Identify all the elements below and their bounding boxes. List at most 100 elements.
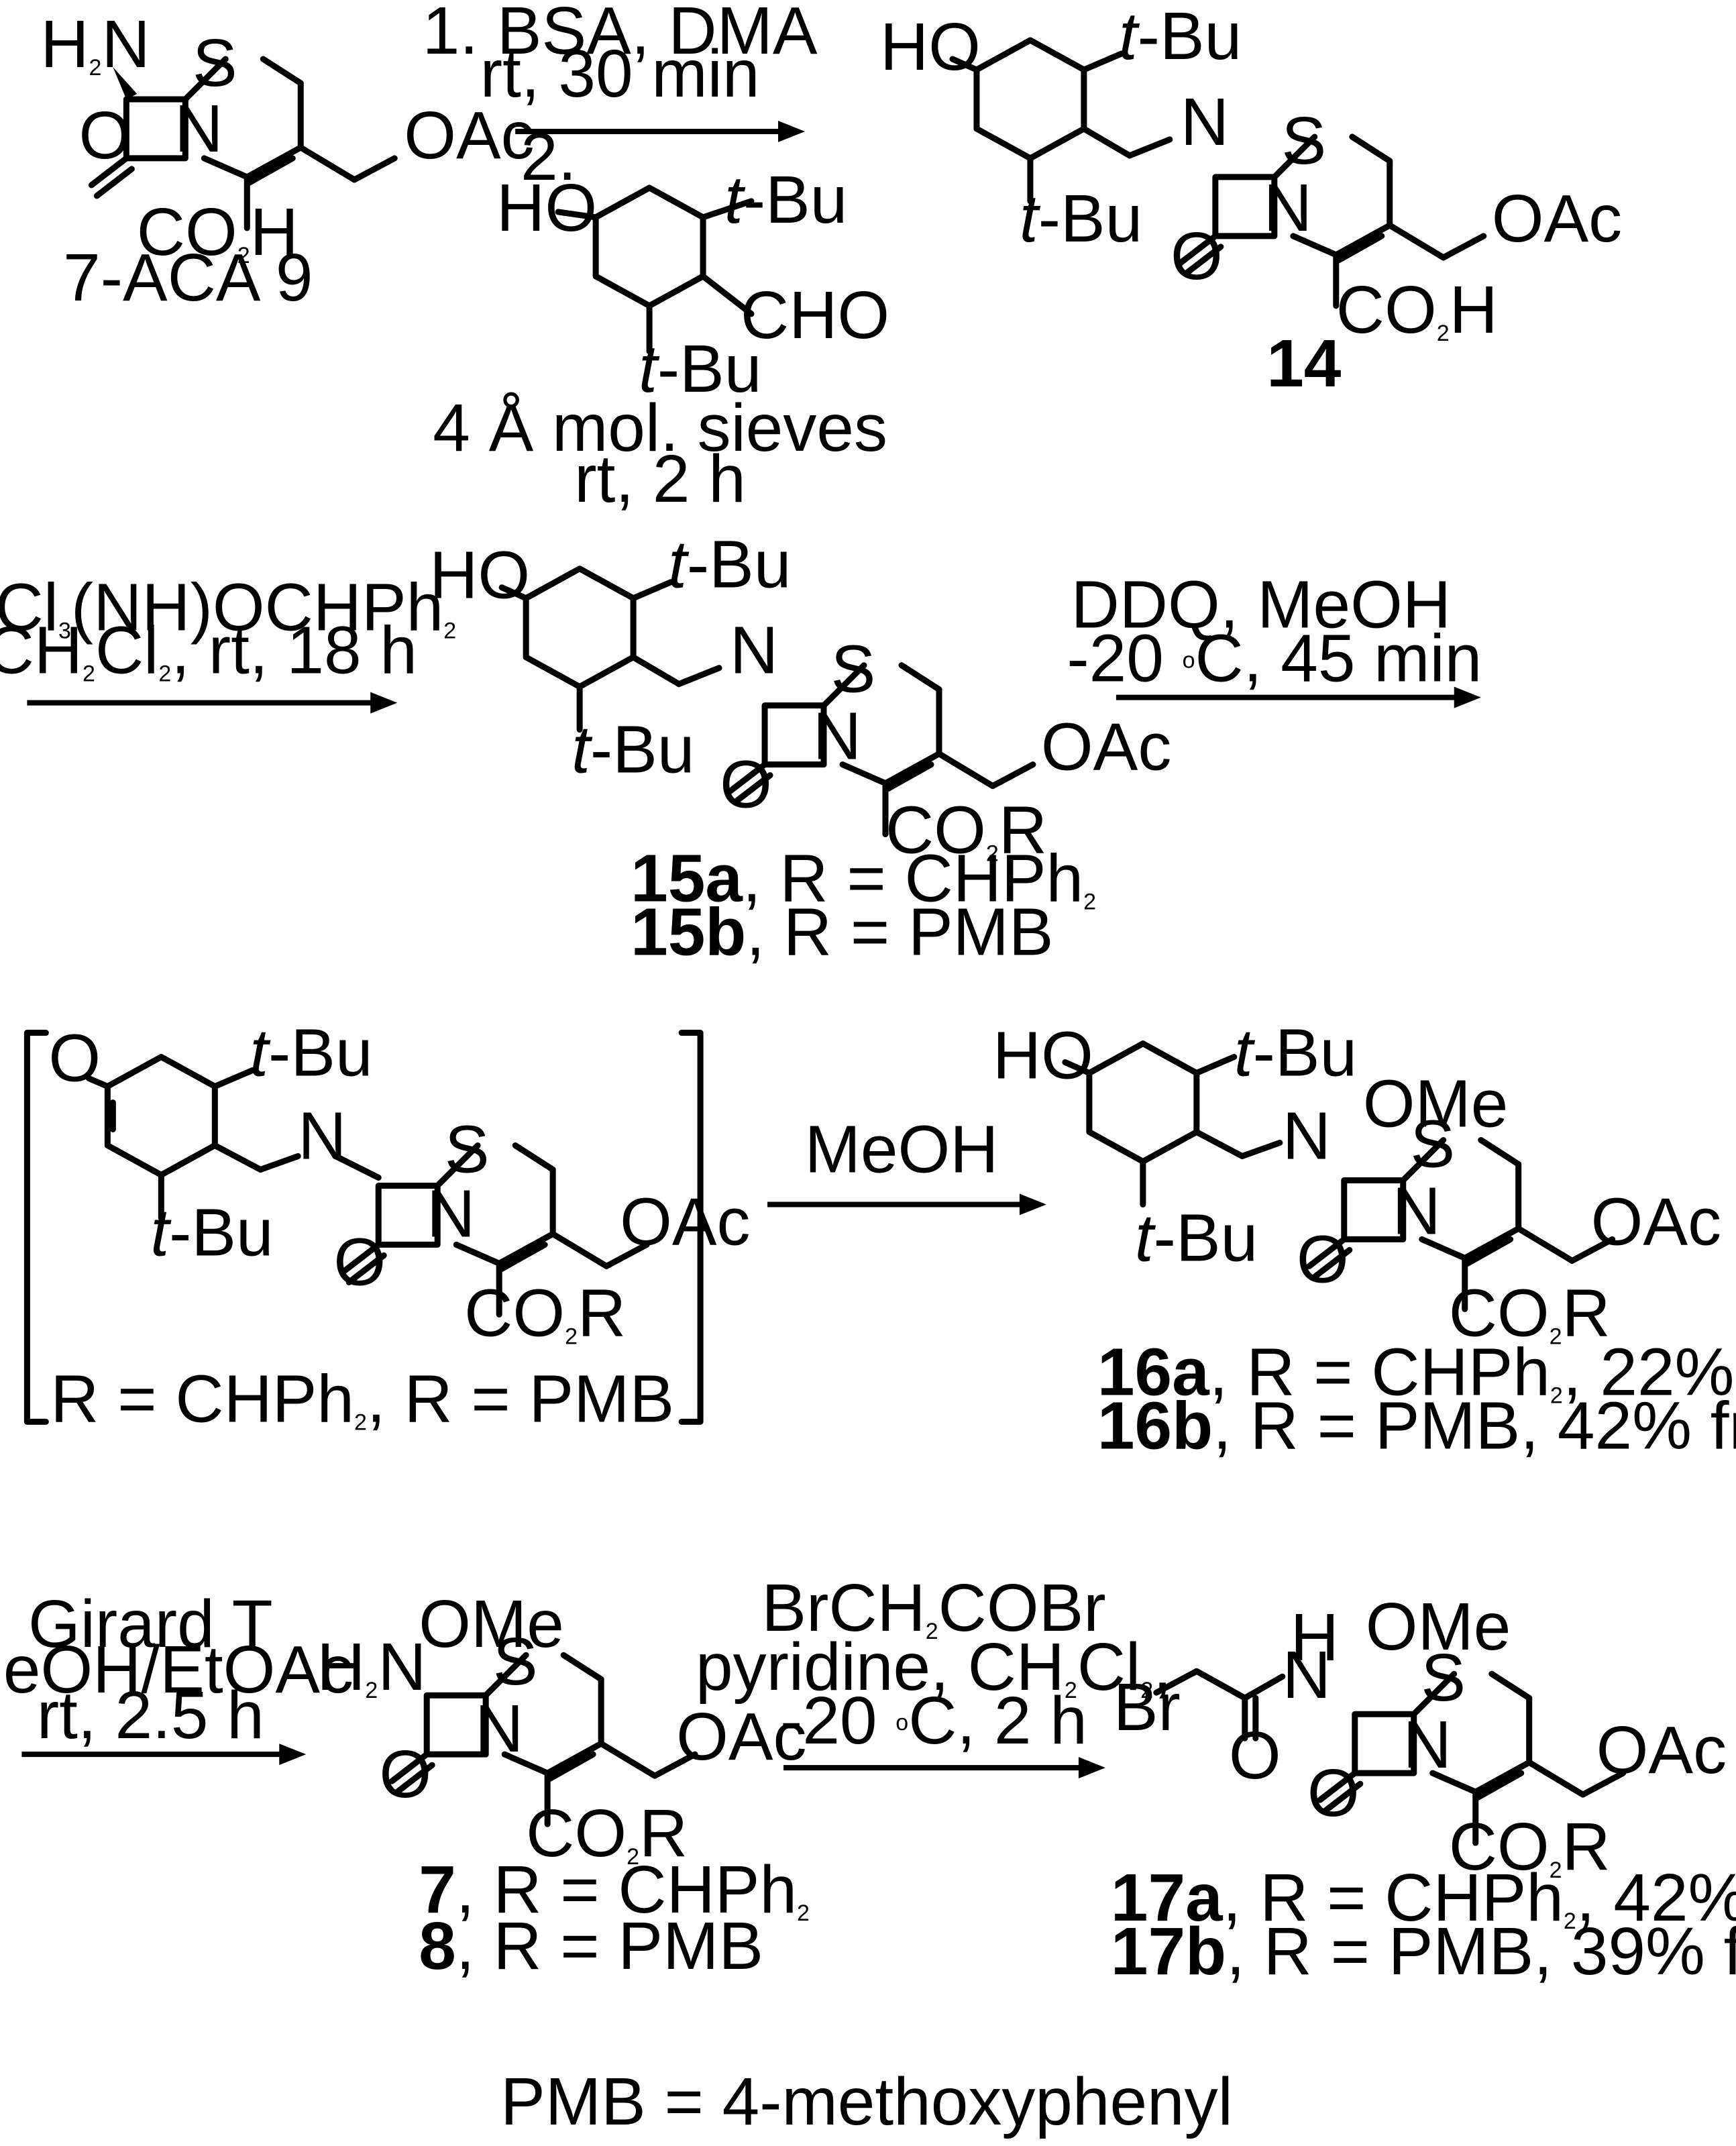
svg-text:N: N (813, 700, 861, 774)
svg-text:DDQ, MeOH: DDQ, MeOH (1071, 568, 1451, 643)
svg-text:N: N (1403, 1708, 1452, 1782)
arrow-step-2: CCl3(NH)OCHPh2 CH2Cl2, rt, 18 h (0, 571, 456, 714)
compound-17: Br H N OMe O O S N OAc CO2R 17a, R = CHP… (1111, 1590, 1736, 1989)
svg-text:CCl3(NH)OCHPh2: CCl3(NH)OCHPh2 (0, 571, 456, 645)
quinone-intermediate: O t-Bu t-Bu N O S N OAc CO2R R = CHPh2, … (48, 1016, 750, 1436)
compound-15b-label: 15b, R = PMB (631, 896, 1053, 970)
compound-9-label: 7-ACA 9 (63, 241, 313, 315)
svg-text:t-Bu: t-Bu (250, 1016, 372, 1090)
svg-text:MeOH: MeOH (805, 1112, 999, 1187)
svg-text:Girard T: Girard T (28, 1587, 273, 1662)
svg-text:rt, 2.5 h: rt, 2.5 h (37, 1678, 264, 1753)
svg-text:MeOH/EtOAc: MeOH/EtOAc (0, 1633, 354, 1707)
svg-text:H: H (1291, 1601, 1339, 1675)
svg-text:O: O (379, 1737, 431, 1812)
compound-17a-label: 17a, R = CHPh2, 42% from 16a (1111, 1861, 1736, 1935)
svg-text:S: S (1281, 104, 1326, 178)
svg-text:1. BSA, DMA: 1. BSA, DMA (423, 0, 818, 68)
svg-text:HO: HO (993, 1018, 1093, 1093)
compound-7-label: 7, R = CHPh2 (419, 1853, 810, 1927)
svg-text:Br: Br (1114, 1670, 1181, 1745)
svg-text:HO: HO (496, 171, 597, 246)
svg-text:HO: HO (429, 539, 530, 613)
svg-text:H2N: H2N (40, 7, 150, 82)
svg-text:O: O (78, 99, 131, 173)
svg-text:O: O (48, 1021, 101, 1095)
svg-text:CO2R: CO2R (1449, 1810, 1611, 1884)
svg-text:-20 oC, 45 min: -20 oC, 45 min (1067, 622, 1482, 696)
compound-15a-label: 15a, R = CHPh2 (631, 842, 1096, 916)
svg-text:N: N (1283, 1638, 1331, 1713)
svg-text:CO2R: CO2R (464, 1276, 626, 1350)
svg-text:OAc: OAc (1041, 710, 1171, 785)
svg-text:O: O (1229, 1719, 1281, 1793)
arrow-step-5: Girard T MeOH/EtOAc rt, 2.5 h (0, 1587, 354, 1766)
svg-text:4 Å mol. sieves: 4 Å mol. sieves (433, 391, 887, 466)
compound-16b-label: 16b, R = PMB, 42% from 9 (1097, 1389, 1736, 1463)
svg-text:rt, 30 min: rt, 30 min (480, 37, 760, 111)
svg-text:CO2H: CO2H (1336, 273, 1498, 347)
svg-text:S: S (1410, 1107, 1455, 1181)
svg-text:CH2Cl2, rt, 18 h: CH2Cl2, rt, 18 h (0, 614, 417, 688)
svg-text:HO: HO (880, 10, 981, 85)
svg-text:S: S (831, 633, 876, 707)
svg-text:S: S (1421, 1641, 1466, 1715)
compound-14-label: 14 (1266, 327, 1342, 401)
arrow-step-4: MeOH (767, 1112, 1046, 1216)
aldehyde-reagent: HO t-Bu CHO t-Bu (496, 163, 889, 407)
svg-text:OAc: OAc (404, 99, 534, 173)
svg-text:N: N (174, 92, 223, 166)
svg-text:N: N (1181, 85, 1229, 160)
svg-text:CO2R: CO2R (885, 794, 1047, 868)
svg-text:H2N: H2N (317, 1630, 426, 1705)
svg-text:OAc: OAc (1591, 1185, 1721, 1259)
svg-text:OMe: OMe (419, 1587, 564, 1662)
svg-text:N: N (1393, 1174, 1441, 1248)
svg-text:t-Bu: t-Bu (1135, 1201, 1258, 1275)
svg-text:OMe: OMe (1363, 1067, 1509, 1141)
intermediate-brackets (23, 1030, 704, 1425)
svg-text:CHO: CHO (741, 278, 889, 353)
svg-text:OAc: OAc (676, 1700, 806, 1774)
svg-text:t-Bu: t-Bu (639, 332, 761, 407)
svg-text:t-Bu: t-Bu (668, 528, 791, 602)
intermediate-label: R = CHPh2, R = PMB (50, 1362, 674, 1436)
svg-text:CO2R: CO2R (1449, 1276, 1611, 1350)
svg-text:t-Bu: t-Bu (1020, 182, 1142, 256)
compound-7-8: H2N OMe O S N OAc CO2R 7, R = CHPh2 8, R… (317, 1587, 810, 1984)
svg-text:N: N (427, 1177, 475, 1251)
compound-16a-label: 16a, R = CHPh2, 22% from 9 (1097, 1335, 1736, 1409)
arrow-step-1: 1. BSA, DMA rt, 30 min 2. HO t-Bu CHO t-… (423, 0, 889, 517)
footnote: PMB = 4-methoxyphenyl (500, 2065, 1233, 2139)
svg-text:t-Bu: t-Bu (150, 1195, 273, 1270)
compound-15: HO t-Bu t-Bu N O S N OAc CO2R 15a, R = C… (429, 528, 1171, 970)
svg-text:pyridine, CH2Cl2,: pyridine, CH2Cl2, (696, 1630, 1172, 1705)
svg-text:O: O (720, 748, 772, 822)
svg-text:N: N (1264, 171, 1312, 246)
svg-text:S: S (445, 1112, 490, 1187)
svg-text:S: S (493, 1625, 538, 1699)
svg-text:OAc: OAc (620, 1185, 750, 1259)
compound-14: HO t-Bu t-Bu N O S N OAc CO2H 14 (880, 0, 1622, 401)
svg-text:2.: 2. (521, 120, 576, 195)
compound-17b-label: 17b, R = PMB, 39% from 16b (1111, 1915, 1736, 1989)
svg-text:N: N (475, 1692, 523, 1766)
svg-text:OAc: OAc (1492, 182, 1622, 256)
svg-text:-20 oC, 2 h: -20 oC, 2 h (780, 1684, 1087, 1758)
svg-text:O: O (1171, 219, 1223, 294)
compound-8-label: 8, R = PMB (419, 1909, 763, 1984)
svg-text:CO2R: CO2R (526, 1796, 688, 1871)
svg-text:t-Bu: t-Bu (572, 713, 694, 788)
svg-text:O: O (1307, 1756, 1360, 1831)
compound-9: O S N OAc CO2H H2N 7-ACA 9 (40, 7, 534, 315)
svg-text:t-Bu: t-Bu (1119, 0, 1242, 74)
compound-16: HO t-Bu t-Bu N OMe O S N OAc CO2R 16a, R… (993, 1016, 1736, 1463)
svg-text:N: N (298, 1099, 346, 1173)
svg-text:O: O (333, 1225, 386, 1299)
svg-text:OAc: OAc (1596, 1713, 1727, 1788)
svg-text:rt, 2 h: rt, 2 h (574, 442, 746, 517)
svg-text:CO2H: CO2H (137, 195, 299, 270)
arrow-step-3: DDQ, MeOH -20 oC, 45 min (1067, 568, 1482, 708)
svg-text:N: N (730, 614, 778, 688)
